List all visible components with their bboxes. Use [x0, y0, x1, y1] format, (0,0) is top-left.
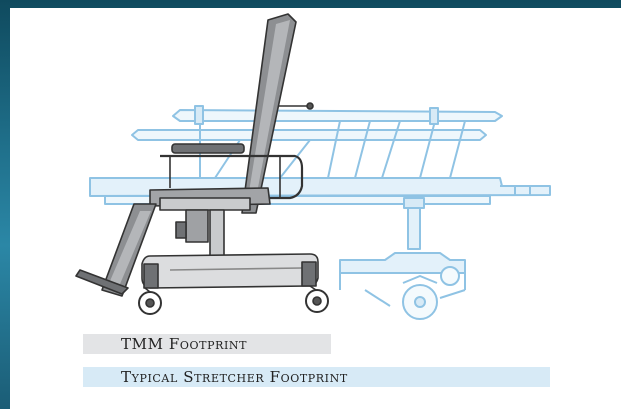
tmm-footprint-legend: TMM Footprint: [83, 334, 331, 354]
diagram-panel: TMM Footprint Typical Stretcher Footprin…: [10, 8, 621, 409]
stretcher-outline: [89, 105, 551, 320]
footprint-comparison-drawing: [75, 13, 551, 320]
stretcher-footprint-legend: Typical Stretcher Footprint: [83, 367, 550, 387]
stretcher-footprint-label: Typical Stretcher Footprint: [121, 368, 348, 386]
tmm-footprint-label: TMM Footprint: [121, 335, 248, 353]
tmm-outline: [75, 13, 329, 315]
